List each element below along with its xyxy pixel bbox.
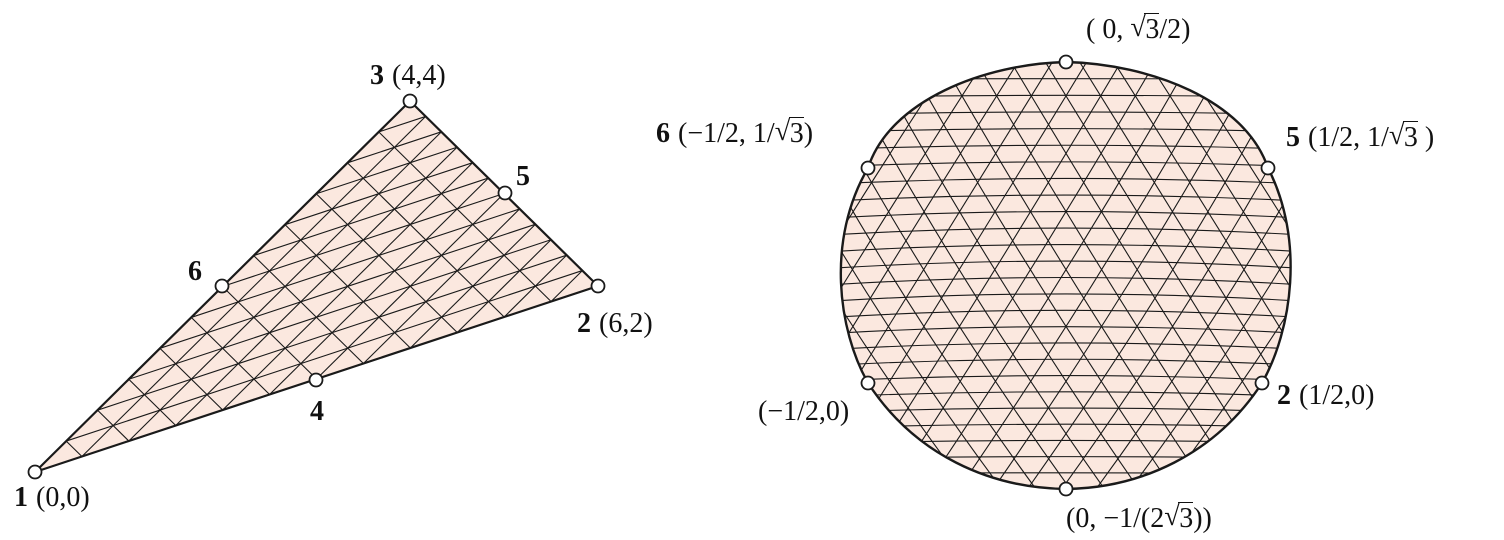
mesh-line xyxy=(895,62,1188,489)
node-5-marker xyxy=(497,185,513,201)
mesh-line xyxy=(1080,62,1291,489)
mesh-line xyxy=(191,208,520,318)
mesh-line xyxy=(128,378,177,426)
mesh-line xyxy=(315,193,458,333)
mesh-line xyxy=(840,62,984,489)
mesh-line xyxy=(840,309,1291,319)
node-6-marker xyxy=(214,278,230,294)
bottom-node-label: (0, −1/(23)) xyxy=(1066,502,1212,534)
mesh-line xyxy=(840,62,882,489)
mesh-line xyxy=(840,194,1291,203)
curved-fill xyxy=(840,62,1291,489)
node-1-marker xyxy=(27,464,43,480)
node-5-right-label: 5(1/2, 1/3 ) xyxy=(1286,121,1434,153)
mesh-line xyxy=(1148,62,1291,489)
curved-node-marker xyxy=(1058,54,1074,70)
node-2-right-label: 2(1/2,0) xyxy=(1277,380,1375,411)
sqrt-symbol: 3 xyxy=(1389,121,1418,153)
mesh-line xyxy=(1440,40,1504,510)
top-node-label: ( 0, 3/2) xyxy=(1086,13,1190,45)
mesh-line xyxy=(840,276,1291,287)
mesh-line xyxy=(253,177,489,257)
sqrt-symbol: 3 xyxy=(1164,502,1194,534)
mesh-line xyxy=(840,227,1291,237)
curved-node-marker xyxy=(860,160,876,176)
node-6-right-label: 6(−1/2, 1/3) xyxy=(656,117,813,149)
mesh-line xyxy=(840,144,1291,151)
mesh-line xyxy=(840,62,999,489)
sqrt-symbol: 3 xyxy=(775,117,804,149)
mesh-line xyxy=(840,62,1018,489)
mesh-line xyxy=(128,131,442,442)
mesh-line xyxy=(1372,40,1504,510)
mesh-line xyxy=(1114,62,1291,489)
mesh-line xyxy=(840,177,1291,185)
mesh-line xyxy=(1338,40,1504,510)
mesh-line xyxy=(1304,40,1504,510)
mesh-line xyxy=(1269,62,1291,489)
curved-node-marker xyxy=(860,375,876,391)
mesh-line xyxy=(944,62,1237,489)
node-2-marker xyxy=(590,278,606,294)
mesh-line xyxy=(378,131,552,302)
mesh-line xyxy=(840,62,1067,489)
mesh-line xyxy=(840,391,1291,398)
mesh-line xyxy=(128,239,552,380)
mesh-line xyxy=(929,62,1222,489)
mesh-line xyxy=(840,62,1033,489)
mesh-line xyxy=(1133,62,1291,489)
mesh-line xyxy=(1065,62,1291,489)
mesh-line xyxy=(840,244,1291,253)
mesh-line xyxy=(378,115,426,133)
mesh-line xyxy=(840,62,1086,489)
triangle-element xyxy=(27,93,606,480)
node-3-label: 3(4,4) xyxy=(370,60,446,91)
mesh-line xyxy=(840,62,1052,489)
mesh-line xyxy=(65,440,83,457)
left-node-label: (−1/2,0) xyxy=(758,396,850,427)
mesh-line xyxy=(910,62,1203,489)
mesh-line xyxy=(840,260,1291,270)
node-2-label: 2(6,2) xyxy=(577,308,653,339)
curved-node-marker xyxy=(1254,375,1270,391)
mesh-line xyxy=(253,255,364,364)
mesh-line xyxy=(222,162,474,411)
mesh-line xyxy=(175,146,458,426)
mesh-line xyxy=(840,161,1291,168)
node-5-label: 5 xyxy=(516,161,530,192)
mesh-line xyxy=(840,342,1291,351)
mesh-line xyxy=(1474,40,1504,510)
mesh-line xyxy=(840,358,1291,367)
node-3-marker xyxy=(402,93,418,109)
mesh-line xyxy=(1167,62,1291,489)
node-4-marker xyxy=(308,372,324,388)
node-1-label: 1(0,0) xyxy=(14,482,90,513)
mesh-line xyxy=(840,293,1291,303)
mesh-line xyxy=(190,317,270,395)
mesh-line xyxy=(66,270,583,442)
mesh-line xyxy=(456,239,552,333)
mesh-line xyxy=(347,162,505,318)
mesh-line xyxy=(840,62,965,489)
curved-node-marker xyxy=(1058,481,1074,497)
mesh-line xyxy=(1046,62,1291,489)
mesh-line xyxy=(316,146,458,195)
curved-element xyxy=(839,40,1504,510)
mesh-line xyxy=(840,62,863,489)
node-4-label: 4 xyxy=(310,396,324,427)
mesh-line xyxy=(1099,62,1291,489)
mesh-line xyxy=(550,270,583,302)
curved-node-marker xyxy=(1260,160,1276,176)
mesh-line xyxy=(363,208,521,364)
mesh-line xyxy=(81,116,427,457)
sqrt-symbol: 3 xyxy=(1130,13,1160,45)
node-6-label: 6 xyxy=(188,256,202,287)
mesh-line xyxy=(1406,40,1504,510)
mesh-line xyxy=(269,177,489,395)
